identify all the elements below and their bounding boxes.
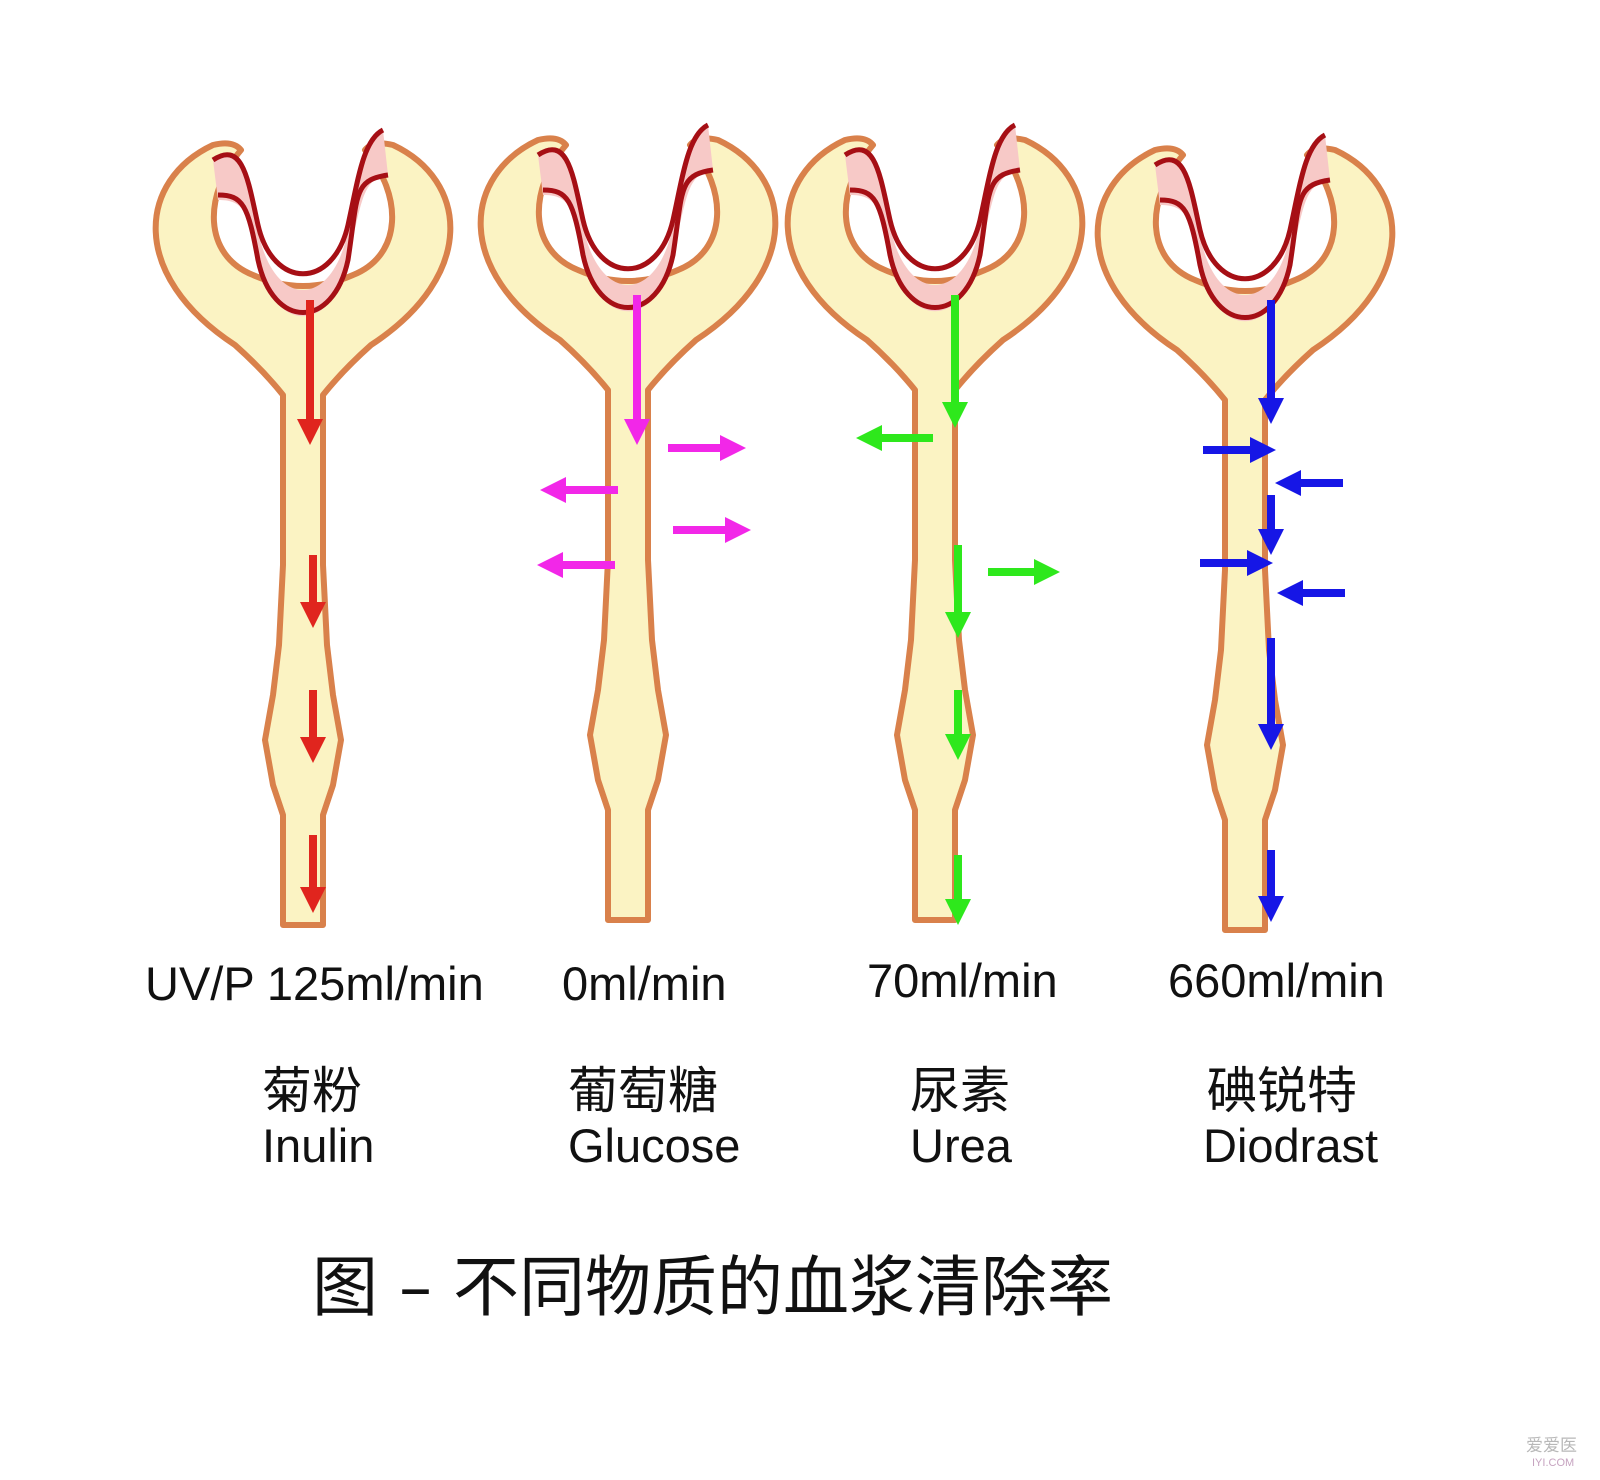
- rate-label-glucose: 0ml/min: [562, 957, 727, 1010]
- arrow-glucose-2-left: [540, 477, 618, 503]
- arrow-diodrast-7-down: [1258, 850, 1284, 922]
- rate-label-urea: 70ml/min: [867, 954, 1058, 1007]
- arrow-urea-0-down: [942, 295, 968, 428]
- rate-label-inulin: UV/P 125ml/min: [145, 957, 484, 1010]
- arrow-head-inulin-1: [300, 602, 326, 628]
- arrow-diodrast-2-left: [1275, 470, 1343, 496]
- tubule-urea: [788, 138, 1083, 920]
- name-cn-glucose: 葡萄糖: [568, 1062, 718, 1120]
- glomerulus-urea: [843, 122, 1021, 312]
- arrow-inulin-1-down: [300, 555, 326, 628]
- arrow-diodrast-0-down: [1258, 300, 1284, 424]
- arrow-urea-2-down: [945, 545, 971, 638]
- capillary-wall-outer-urea: [843, 122, 1017, 272]
- glomerulus-diodrast: [1153, 132, 1331, 322]
- name-en-diodrast: Diodrast: [1203, 1119, 1378, 1172]
- watermark-logo: 爱爱医 IYI.COM: [1526, 1436, 1577, 1469]
- name-cn-urea: 尿素: [910, 1062, 1010, 1120]
- arrow-head-inulin-2: [300, 737, 326, 763]
- arrow-glucose-4-left: [537, 552, 615, 578]
- arrow-head-glucose-0: [624, 419, 650, 445]
- arrow-head-urea-1: [856, 425, 882, 451]
- arrow-head-inulin-3: [300, 887, 326, 913]
- arrow-head-glucose-3: [725, 517, 751, 543]
- arrow-diodrast-1-right: [1203, 437, 1276, 463]
- arrow-diodrast-3-down: [1258, 495, 1284, 555]
- capillary-wall-inner-urea: [849, 167, 1021, 310]
- arrow-inulin-2-down: [300, 690, 326, 763]
- arrow-head-urea-3: [1034, 559, 1060, 585]
- arrow-head-urea-2: [945, 612, 971, 638]
- capillary-wall-inner-glucose: [542, 167, 714, 310]
- name-cn-inulin: 菊粉: [262, 1062, 362, 1120]
- tubule-diodrast: [1098, 148, 1393, 930]
- arrow-head-diodrast-1: [1250, 437, 1276, 463]
- arrow-urea-5-down: [945, 855, 971, 925]
- arrow-head-diodrast-2: [1275, 470, 1301, 496]
- arrow-head-diodrast-7: [1258, 896, 1284, 922]
- arrow-diodrast-4-right: [1200, 550, 1273, 576]
- watermark-logo-cn: 爱爱医: [1526, 1436, 1577, 1456]
- glomerulus-glucose: [536, 122, 714, 312]
- arrow-head-glucose-2: [540, 477, 566, 503]
- arrow-head-urea-0: [942, 402, 968, 428]
- name-en-inulin: Inulin: [262, 1119, 374, 1172]
- arrow-inulin-0-down: [297, 300, 323, 445]
- capillary-wall-outer-inulin: [211, 127, 385, 277]
- arrow-urea-1-left: [856, 425, 933, 451]
- arrow-diodrast-6-down: [1258, 638, 1284, 750]
- arrow-glucose-1-right: [668, 435, 746, 461]
- arrow-head-glucose-4: [537, 552, 563, 578]
- arrow-inulin-3-down: [300, 835, 326, 913]
- nephron-urea: [788, 138, 1083, 920]
- figure-caption: 图 – 不同物质的血浆清除率: [312, 1249, 1113, 1326]
- capillary-wall-inner-diodrast: [1159, 177, 1331, 320]
- arrow-diodrast-5-left: [1277, 580, 1345, 606]
- name-en-urea: Urea: [910, 1119, 1013, 1172]
- capillary-wall-outer-glucose: [536, 122, 710, 272]
- rate-label-diodrast: 660ml/min: [1168, 954, 1385, 1007]
- arrow-glucose-0-down: [624, 295, 650, 445]
- arrow-head-urea-4: [945, 734, 971, 760]
- name-cn-diodrast: 碘锐特: [1207, 1062, 1357, 1120]
- capillary-wall-outer-diodrast: [1153, 132, 1327, 282]
- tubule-inulin: [156, 143, 451, 925]
- arrow-head-diodrast-4: [1247, 550, 1273, 576]
- arrow-head-diodrast-5: [1277, 580, 1303, 606]
- watermark-logo-en: IYI.COM: [1532, 1457, 1574, 1469]
- nephron-diodrast: [1098, 148, 1393, 930]
- arrow-glucose-3-right: [673, 517, 751, 543]
- arrow-urea-3-right: [988, 559, 1060, 585]
- nephron-inulin: [156, 143, 451, 925]
- arrow-head-inulin-0: [297, 419, 323, 445]
- arrow-head-diodrast-6: [1258, 724, 1284, 750]
- arrow-head-glucose-1: [720, 435, 746, 461]
- arrow-head-diodrast-0: [1258, 398, 1284, 424]
- name-en-glucose: Glucose: [568, 1119, 740, 1172]
- arrow-urea-4-down: [945, 690, 971, 760]
- arrow-head-diodrast-3: [1258, 529, 1284, 555]
- arrow-head-urea-5: [945, 899, 971, 925]
